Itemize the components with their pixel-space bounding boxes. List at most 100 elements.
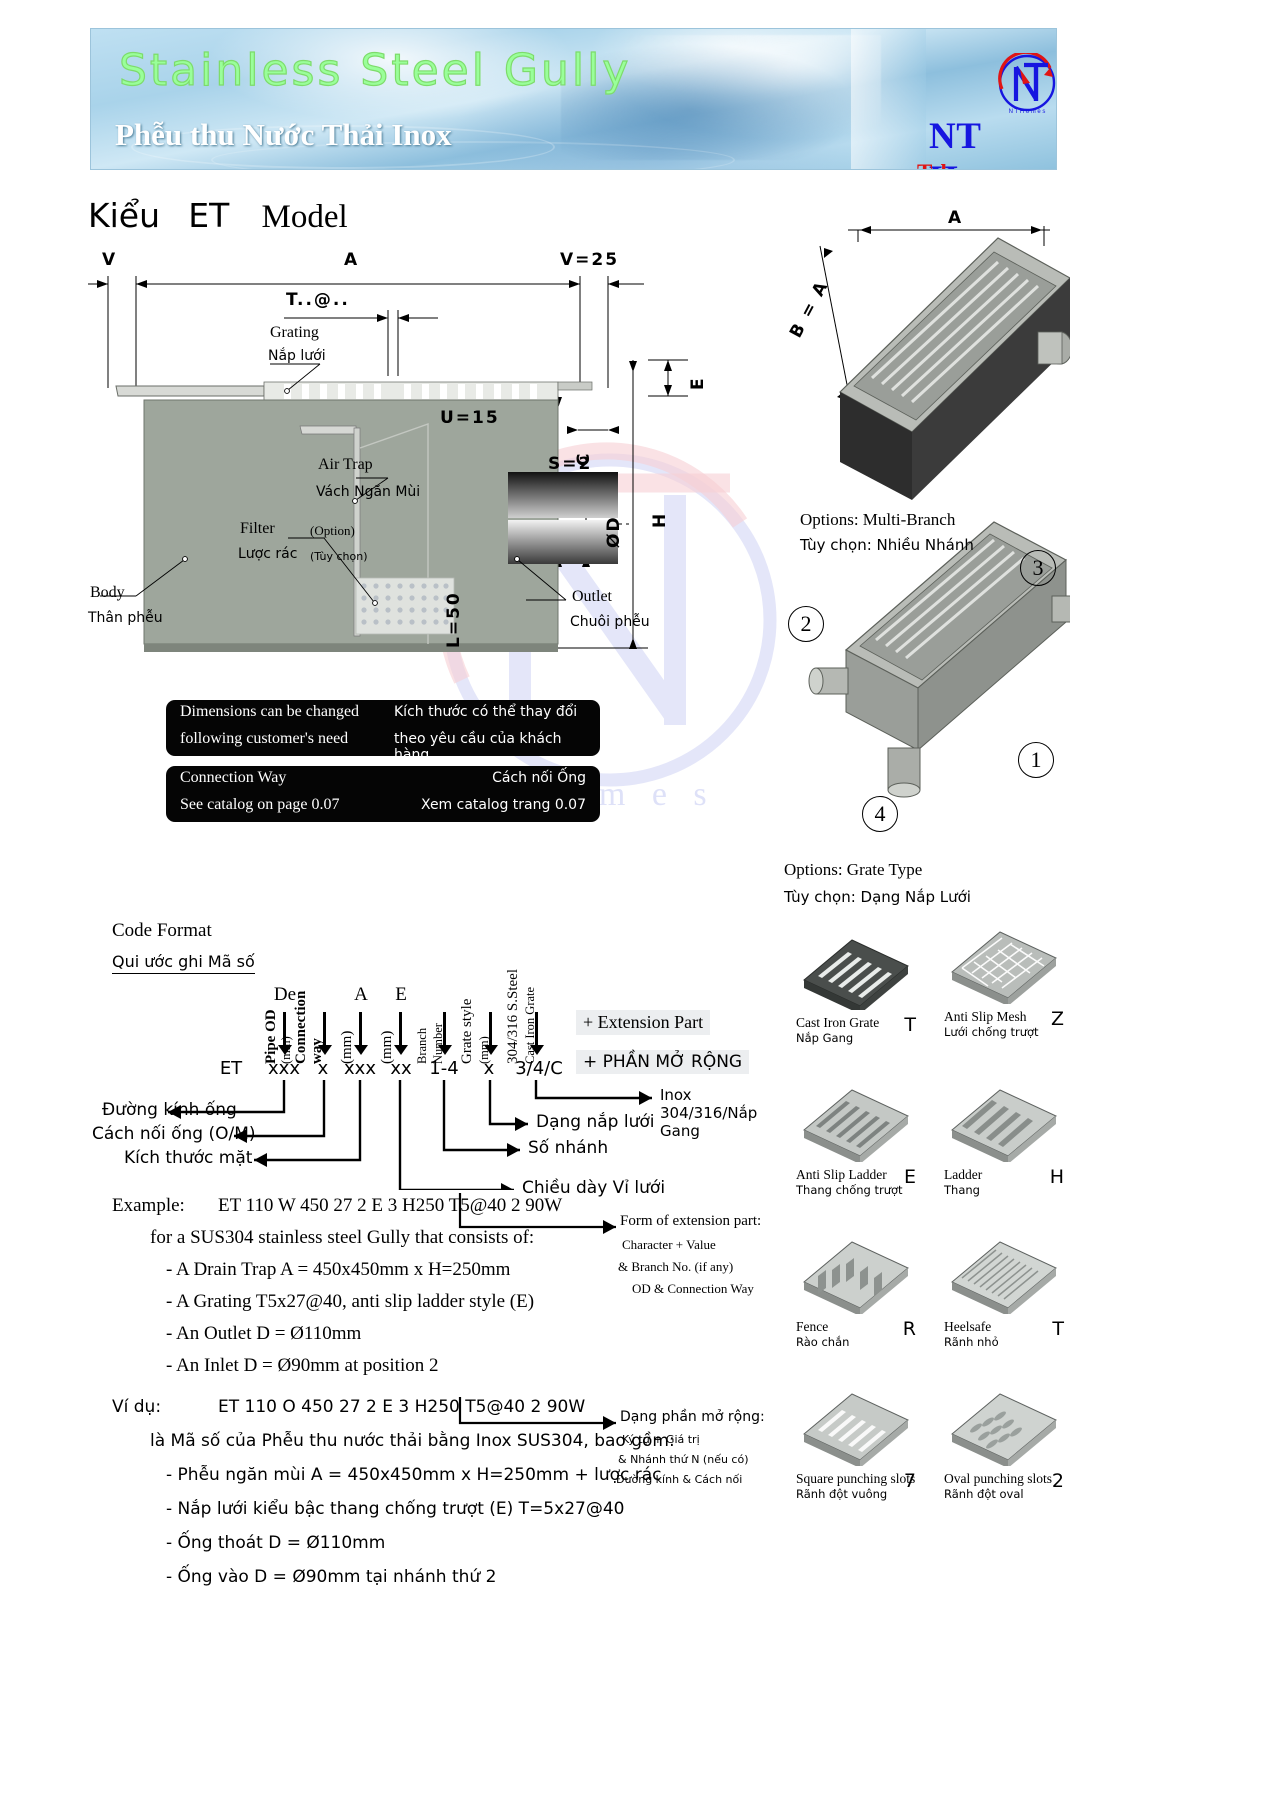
grate-name-vi-1: Lưới chống trượt bbox=[944, 1025, 1039, 1039]
grate-name-en-2: Anti Slip Ladder bbox=[796, 1167, 887, 1182]
grate-options-title-en: Options: Grate Type bbox=[784, 860, 923, 879]
grate-name-en-7: Oval punching slots bbox=[944, 1471, 1052, 1486]
grate-code-5: T bbox=[1052, 1318, 1064, 1340]
header-banner: Stainless Steel Gully Phễu thu Nước Thải… bbox=[90, 28, 1057, 170]
iso-view-vectors bbox=[808, 226, 1088, 798]
code-arrow-1 bbox=[317, 1012, 332, 1055]
code-value-4: 1-4 bbox=[429, 1058, 459, 1079]
callout-grate-style: Dạng nắp lưới bbox=[536, 1112, 655, 1132]
dim-l50: L=50 bbox=[444, 591, 464, 648]
grate-name-vi-2: Thang chống trượt bbox=[796, 1183, 903, 1197]
dim-s2: S=2 bbox=[548, 454, 593, 474]
square-punching-slots-icon bbox=[803, 1393, 909, 1468]
grate-option-ladder[interactable]: Ladder Thang H bbox=[944, 1074, 1064, 1197]
iso-views-panel: A B = A Options: Multi-Branch Tùy chọn: … bbox=[780, 200, 1088, 840]
form-extension-line-en-0: Character + Value bbox=[622, 1237, 716, 1252]
grate-name-vi-3: Thang bbox=[944, 1183, 980, 1197]
dim-h: H bbox=[650, 511, 670, 528]
example-code-en: ET 110 W 450 27 2 E 3 H250 T5@40 2 90W bbox=[218, 1195, 563, 1216]
callout-filter-en: Filter bbox=[240, 520, 275, 537]
dim-v-left: V bbox=[102, 250, 118, 270]
callout-branch-count: Số nhánh bbox=[528, 1138, 609, 1158]
code-value-2: xxx bbox=[344, 1058, 376, 1079]
example-panel: Example: ET 110 W 450 27 2 E 3 H250 T5@4… bbox=[108, 1185, 778, 1587]
callout-body-vi: Thân phễu bbox=[88, 610, 163, 626]
grate-name-vi-0: Nắp Gang bbox=[796, 1031, 854, 1045]
code-value-3: xx bbox=[390, 1058, 412, 1079]
code-format-title-en: Code Format bbox=[112, 920, 212, 941]
callout-airtrap-vi: Vách Ngăn Mùi bbox=[316, 484, 421, 500]
callout-inox-type: Inox 304/316/Nắp Gang bbox=[660, 1086, 758, 1140]
anti-slip-ladder-icon bbox=[803, 1089, 909, 1164]
example-line-vi-1: - Phễu ngăn mùi A = 450x450mm x H=250mm … bbox=[166, 1465, 662, 1485]
code-arrow-0 bbox=[277, 1012, 292, 1055]
grate-code-1: Z bbox=[1050, 1008, 1064, 1030]
grate-option-anti-slip-ladder[interactable]: Anti Slip Ladder Thang chống trượt E bbox=[796, 1074, 916, 1197]
model-label-vi: Kiểu bbox=[88, 196, 161, 235]
grate-code-2: E bbox=[903, 1166, 916, 1188]
example-line-vi-0: là Mã số của Phễu thu nước thải bằng Ino… bbox=[150, 1431, 675, 1451]
code-value-6: 3/4/C bbox=[515, 1058, 563, 1079]
example-line-en-3: - An Outlet D = Ø110mm bbox=[166, 1323, 362, 1344]
branch-number-3: 3 bbox=[1020, 550, 1056, 586]
grate-option-square-slots[interactable]: Square punching slots Rãnh đột vuông 7 bbox=[796, 1378, 916, 1501]
form-extension-title-en: Form of extension part: bbox=[620, 1213, 762, 1229]
form-extension-line-en-1: & Branch No. (if any) bbox=[618, 1259, 734, 1274]
grate-name-en-5: Heelsafe bbox=[944, 1319, 992, 1334]
grate-name-en-4: Fence bbox=[796, 1319, 829, 1334]
dim-a-top: A bbox=[344, 250, 360, 270]
ladder-icon bbox=[951, 1089, 1057, 1164]
col-letter-2: A bbox=[354, 984, 368, 1005]
heelsafe-icon bbox=[951, 1241, 1057, 1316]
grate-name-vi-5: Rãnh nhỏ bbox=[944, 1335, 999, 1349]
example-line-vi-3: - Ống thoát D = Ø110mm bbox=[166, 1533, 386, 1553]
callout-filter-option-en: (Option) bbox=[310, 523, 355, 538]
code-prefix: ET bbox=[219, 1058, 243, 1079]
col-letter-3: E bbox=[395, 984, 407, 1005]
callout-airtrap-en: Air Trap bbox=[318, 456, 373, 473]
branch-number-1: 1 bbox=[1018, 742, 1054, 778]
note-box-dimensions: Dimensions can be changed Kích thước có … bbox=[166, 700, 600, 763]
grate-option-cast-iron[interactable]: Cast Iron Grate Nắp Gang T bbox=[796, 922, 916, 1045]
callout-outlet-vi: Chuôi phễu bbox=[570, 614, 650, 630]
fence-icon bbox=[803, 1241, 909, 1316]
note-conn-row1-en: Connection Way bbox=[180, 769, 287, 786]
callout-grating-en: Grating bbox=[270, 324, 319, 341]
code-value-5: x bbox=[483, 1058, 495, 1079]
note-box-connection: Connection Way Cách nối Ống See catalog … bbox=[166, 766, 600, 822]
grate-name-vi-7: Rãnh đột oval bbox=[944, 1487, 1024, 1501]
grate-option-oval-slots[interactable]: Oval punching slots Rãnh đột oval 2 bbox=[944, 1378, 1064, 1501]
dim-t-at: T..@.. bbox=[286, 290, 350, 310]
dim-c: C bbox=[574, 451, 594, 466]
form-extension-title-vi: Dạng phần mở rộng: bbox=[620, 1409, 765, 1425]
callout-filter-vi: Lược rác bbox=[238, 546, 298, 562]
cast-iron-grate-icon bbox=[803, 939, 909, 1014]
options-branch-title-en: Options: Multi-Branch bbox=[800, 510, 956, 529]
code-leader-lines bbox=[168, 1080, 652, 1190]
banner-title-vi: Phễu thu Nước Thải Inox bbox=[115, 117, 452, 152]
col-letter-0: De bbox=[273, 984, 297, 1005]
grate-code-0: T bbox=[904, 1014, 916, 1036]
grate-name-en-0: Cast Iron Grate bbox=[796, 1015, 880, 1030]
callout-connection-way: Cách nối ống (O/M) bbox=[92, 1124, 256, 1144]
grate-option-heelsafe[interactable]: Heelsafe Rãnh nhỏ T bbox=[944, 1226, 1064, 1349]
form-extension-line-en-2: OD & Connection Way bbox=[632, 1281, 754, 1296]
branch-number-2: 2 bbox=[788, 606, 824, 642]
code-arrow-3 bbox=[393, 1012, 408, 1055]
form-extension-line-vi-1: & Nhánh thứ N (nếu có) bbox=[618, 1453, 749, 1466]
oval-punching-slots-icon bbox=[951, 1393, 1057, 1468]
note-conn-row2-vi: Xem catalog trang 0.07 bbox=[420, 797, 586, 813]
grate-name-vi-6: Rãnh đột vuông bbox=[796, 1487, 888, 1501]
dim-v25: V=25 bbox=[560, 250, 620, 270]
grate-option-fence[interactable]: Fence Rào chắn R bbox=[796, 1226, 916, 1349]
note-dim-row2-en: following customer's need bbox=[180, 730, 349, 747]
example-line-vi-2: - Nắp lưới kiểu bậc thang chống trượt (E… bbox=[166, 1499, 625, 1519]
extension-label-vi: + PHẦN MỞ RỘNG bbox=[576, 1050, 750, 1074]
note-dim-row1-en: Dimensions can be changed bbox=[180, 703, 360, 720]
grate-option-anti-slip-mesh[interactable]: Anti Slip Mesh Lưới chống trượt Z bbox=[944, 916, 1064, 1039]
phone-number: Tel. 0866.456.252 bbox=[917, 160, 1056, 169]
water-column-graphic bbox=[851, 29, 926, 169]
branch-number-4: 4 bbox=[862, 796, 898, 832]
example-line-en-4: - An Inlet D = Ø90mm at position 2 bbox=[166, 1355, 439, 1376]
